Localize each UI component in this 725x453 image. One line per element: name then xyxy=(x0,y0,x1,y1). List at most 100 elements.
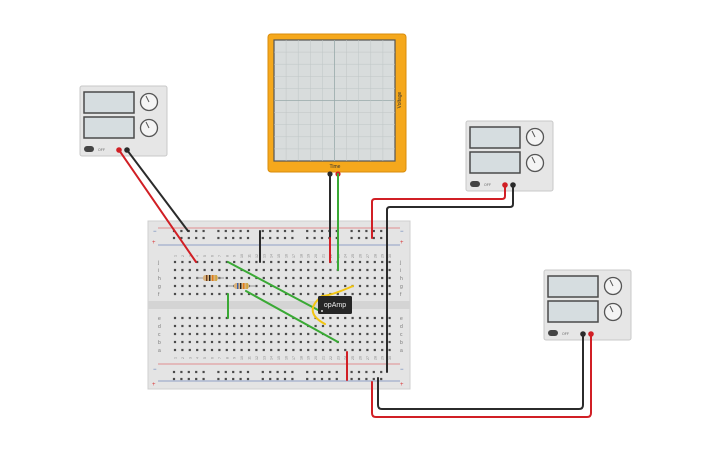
breadboard-hole[interactable] xyxy=(306,236,309,240)
breadboard-hole[interactable] xyxy=(247,332,251,336)
breadboard-hole[interactable] xyxy=(373,284,376,288)
breadboard-hole[interactable] xyxy=(195,236,198,240)
breadboard-hole[interactable] xyxy=(329,332,332,336)
breadboard-hole[interactable] xyxy=(270,260,273,264)
breadboard-hole[interactable] xyxy=(307,292,310,296)
breadboard-hole[interactable] xyxy=(351,332,354,336)
breadboard-hole[interactable] xyxy=(203,324,206,328)
breadboard-hole[interactable] xyxy=(239,370,242,374)
breadboard-hole[interactable] xyxy=(321,316,325,320)
breadboard-hole[interactable] xyxy=(366,316,369,320)
breadboard-hole[interactable] xyxy=(247,340,251,344)
breadboard-hole[interactable] xyxy=(203,316,206,320)
breadboard-hole[interactable] xyxy=(292,260,295,264)
breadboard-hole[interactable] xyxy=(180,236,183,240)
breadboard-hole[interactable] xyxy=(188,284,191,288)
breadboard-hole[interactable] xyxy=(261,377,264,381)
breadboard-hole[interactable] xyxy=(240,276,243,280)
breadboard-hole[interactable] xyxy=(255,324,258,328)
breadboard-hole[interactable] xyxy=(202,377,205,381)
breadboard-hole[interactable] xyxy=(344,348,347,352)
current-knob[interactable] xyxy=(139,118,159,138)
breadboard-hole[interactable] xyxy=(373,348,376,352)
breadboard-hole[interactable] xyxy=(180,229,183,233)
breadboard-hole[interactable] xyxy=(291,370,294,374)
breadboard-hole[interactable] xyxy=(276,370,279,374)
breadboard-hole[interactable] xyxy=(307,316,310,320)
breadboard-hole[interactable] xyxy=(366,292,369,296)
breadboard-hole[interactable] xyxy=(299,316,302,320)
breadboard-hole[interactable] xyxy=(195,370,198,374)
breadboard-hole[interactable] xyxy=(314,348,317,352)
breadboard-hole[interactable] xyxy=(284,332,288,336)
breadboard-hole[interactable] xyxy=(233,348,236,352)
wire-green-diagonal-2[interactable] xyxy=(245,290,339,343)
breadboard-hole[interactable] xyxy=(313,370,316,374)
breadboard-hole[interactable] xyxy=(283,229,287,233)
breadboard-hole[interactable] xyxy=(203,268,206,272)
power-supply-right-top[interactable]: OFF xyxy=(465,120,554,192)
breadboard-hole[interactable] xyxy=(381,292,384,296)
breadboard-hole[interactable] xyxy=(388,316,391,320)
breadboard-hole[interactable] xyxy=(328,370,331,374)
breadboard-hole[interactable] xyxy=(202,370,205,374)
breadboard-hole[interactable] xyxy=(314,340,317,344)
breadboard-hole[interactable] xyxy=(210,260,214,264)
breadboard-hole[interactable] xyxy=(284,340,288,344)
breadboard-hole[interactable] xyxy=(372,229,375,233)
breadboard-hole[interactable] xyxy=(247,348,251,352)
breadboard-hole[interactable] xyxy=(247,324,251,328)
breadboard-hole[interactable] xyxy=(373,292,376,296)
oscilloscope[interactable]: Time Voltage xyxy=(267,33,407,177)
breadboard-hole[interactable] xyxy=(233,276,236,280)
breadboard-hole[interactable] xyxy=(261,370,264,374)
breadboard-hole[interactable] xyxy=(284,276,288,280)
breadboard-hole[interactable] xyxy=(358,284,362,288)
breadboard-hole[interactable] xyxy=(373,332,376,336)
breadboard-hole[interactable] xyxy=(373,316,376,320)
breadboard-hole[interactable] xyxy=(344,276,347,280)
breadboard-hole[interactable] xyxy=(365,370,368,374)
breadboard-hole[interactable] xyxy=(188,324,191,328)
power-supply-left[interactable]: OFF xyxy=(79,85,168,157)
breadboard-hole[interactable] xyxy=(292,268,295,272)
breadboard-hole[interactable] xyxy=(380,236,383,240)
breadboard-hole[interactable] xyxy=(210,292,214,296)
breadboard-hole[interactable] xyxy=(320,377,324,381)
breadboard-hole[interactable] xyxy=(255,284,258,288)
breadboard-hole[interactable] xyxy=(313,229,316,233)
breadboard-hole[interactable] xyxy=(357,236,361,240)
breadboard-hole[interactable] xyxy=(173,276,177,280)
breadboard-hole[interactable] xyxy=(181,260,184,264)
breadboard-hole[interactable] xyxy=(381,276,384,280)
breadboard-hole[interactable] xyxy=(336,332,339,336)
breadboard-hole[interactable] xyxy=(277,332,280,336)
breadboard-hole[interactable] xyxy=(381,316,384,320)
breadboard-hole[interactable] xyxy=(358,268,362,272)
breadboard-hole[interactable] xyxy=(277,284,280,288)
breadboard-hole[interactable] xyxy=(380,370,383,374)
breadboard-hole[interactable] xyxy=(240,316,243,320)
breadboard-hole[interactable] xyxy=(203,292,206,296)
breadboard-hole[interactable] xyxy=(292,276,295,280)
breadboard-hole[interactable] xyxy=(344,340,347,344)
breadboard-hole[interactable] xyxy=(366,276,369,280)
breadboard-hole[interactable] xyxy=(366,284,369,288)
breadboard-hole[interactable] xyxy=(240,292,243,296)
breadboard-hole[interactable] xyxy=(388,324,391,328)
breadboard-hole[interactable] xyxy=(262,276,265,280)
breadboard-hole[interactable] xyxy=(172,236,176,240)
breadboard-hole[interactable] xyxy=(270,268,273,272)
breadboard-hole[interactable] xyxy=(240,332,243,336)
breadboard-hole[interactable] xyxy=(173,292,177,296)
breadboard-hole[interactable] xyxy=(299,268,302,272)
breadboard-hole[interactable] xyxy=(188,276,191,280)
breadboard-hole[interactable] xyxy=(388,348,391,352)
breadboard-hole[interactable] xyxy=(381,348,384,352)
breadboard-hole[interactable] xyxy=(357,370,361,374)
breadboard-hole[interactable] xyxy=(299,276,302,280)
breadboard-hole[interactable] xyxy=(344,292,347,296)
breadboard-hole[interactable] xyxy=(181,316,184,320)
breadboard-hole[interactable] xyxy=(196,284,199,288)
breadboard-hole[interactable] xyxy=(196,332,199,336)
